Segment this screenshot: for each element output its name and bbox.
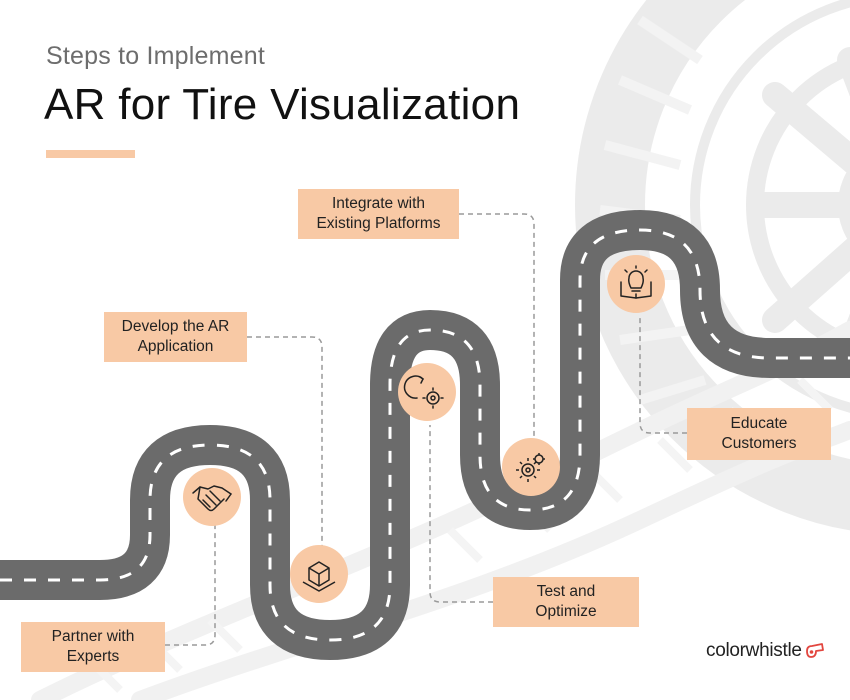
- step-label-line: Partner with: [51, 628, 135, 645]
- brand-name: colorwhistle: [706, 640, 802, 661]
- step-label-line: Develop the AR: [121, 318, 230, 335]
- step-label-educate: Educate Customers: [687, 408, 831, 460]
- gears-icon: [502, 438, 560, 496]
- tire-background-icon: [575, 0, 850, 531]
- step-label-partner: Partner with Experts: [21, 622, 165, 672]
- step-label-line: Experts: [66, 648, 120, 665]
- step-label-line: Test and: [536, 583, 596, 600]
- step-label-line: Customers: [721, 435, 797, 452]
- cube-icon: [290, 545, 348, 603]
- connector-integrate: [459, 213, 535, 440]
- road-center-marking: [0, 228, 850, 642]
- handshake-icon: [183, 468, 241, 526]
- step-label-line: Optimize: [535, 603, 597, 620]
- brand-logo: colorwhistle: [706, 640, 826, 662]
- whistle-icon: [805, 643, 824, 658]
- step-label-line: Application: [137, 338, 214, 355]
- subtitle: Steps to Implement: [46, 42, 265, 70]
- step-label-develop: Develop the AR Application: [104, 312, 247, 362]
- step-label-integrate: Integrate with Existing Platforms: [298, 189, 459, 239]
- step-label-line: Existing Platforms: [316, 215, 441, 232]
- step-markers: [183, 255, 665, 603]
- step-label-line: Educate: [730, 415, 788, 432]
- connectors: [165, 213, 687, 646]
- connector-develop: [247, 336, 323, 550]
- step-label-line: Integrate with: [331, 195, 426, 212]
- connector-educate: [639, 315, 687, 434]
- step-label-test: Test and Optimize: [493, 577, 639, 627]
- lightbulb-book-icon: [607, 255, 665, 313]
- connector-partner: [165, 520, 216, 646]
- settings-cycle-icon: [398, 363, 456, 421]
- title-underline: [46, 150, 135, 158]
- page-title: AR for Tire Visualization: [44, 80, 521, 129]
